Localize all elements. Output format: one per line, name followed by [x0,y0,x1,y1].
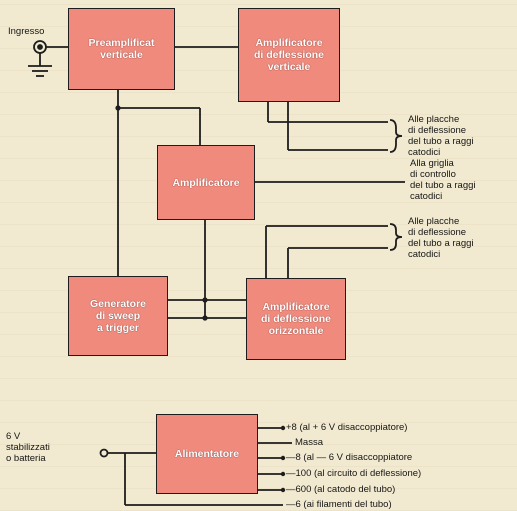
label-horizontal-plates: Alle placche di deflessione del tubo a r… [408,216,474,260]
junction-dot-out3 [280,471,286,477]
junction-dot-out2 [280,455,286,461]
label-power-input: 6 V stabilizzati o batteria [6,431,50,464]
block-preamp: Preamplificat verticale [68,8,175,90]
power-output-plus8: +8 (al + 6 V disaccoppiatore) [286,422,408,433]
power-output-minus8: —8 (al — 6 V disaccoppiatore [286,452,413,463]
brace-vertical [389,119,403,153]
power-output-minus600: —600 (al catodo del tubo) [286,484,396,495]
junction-dot-out0 [280,425,286,431]
junction-dot-out4 [280,487,286,493]
power-input-terminal [99,448,109,458]
label-vertical-plates: Alle placche di deflessione del tubo a r… [408,114,474,158]
junction-dot-preamp [115,105,121,111]
junction-dot-sweep [202,315,208,321]
block-amplifier: Amplificatore [157,145,255,220]
label-input: Ingresso [8,26,45,37]
brace-horizontal [389,223,403,251]
power-output-minus6: —6 (ai filamenti del tubo) [286,499,392,510]
block-sweep-generator: Generatore di sweep a trigger [68,276,168,356]
label-control-grid: Alla griglia di controllo del tubo a rag… [410,158,476,202]
power-output-minus100: —100 (al circuito di deflessione) [286,468,422,479]
junction-dot-sweep-2 [202,297,208,303]
block-vertical-deflection-amp: Amplificatore di deflessione verticale [238,8,340,102]
block-horizontal-deflection-amp: Amplificatore di deflessione orizzontale [246,278,346,360]
power-output-ground: Massa [295,437,323,448]
input-connector-core [37,44,43,50]
block-power-supply: Alimentatore [156,414,258,494]
